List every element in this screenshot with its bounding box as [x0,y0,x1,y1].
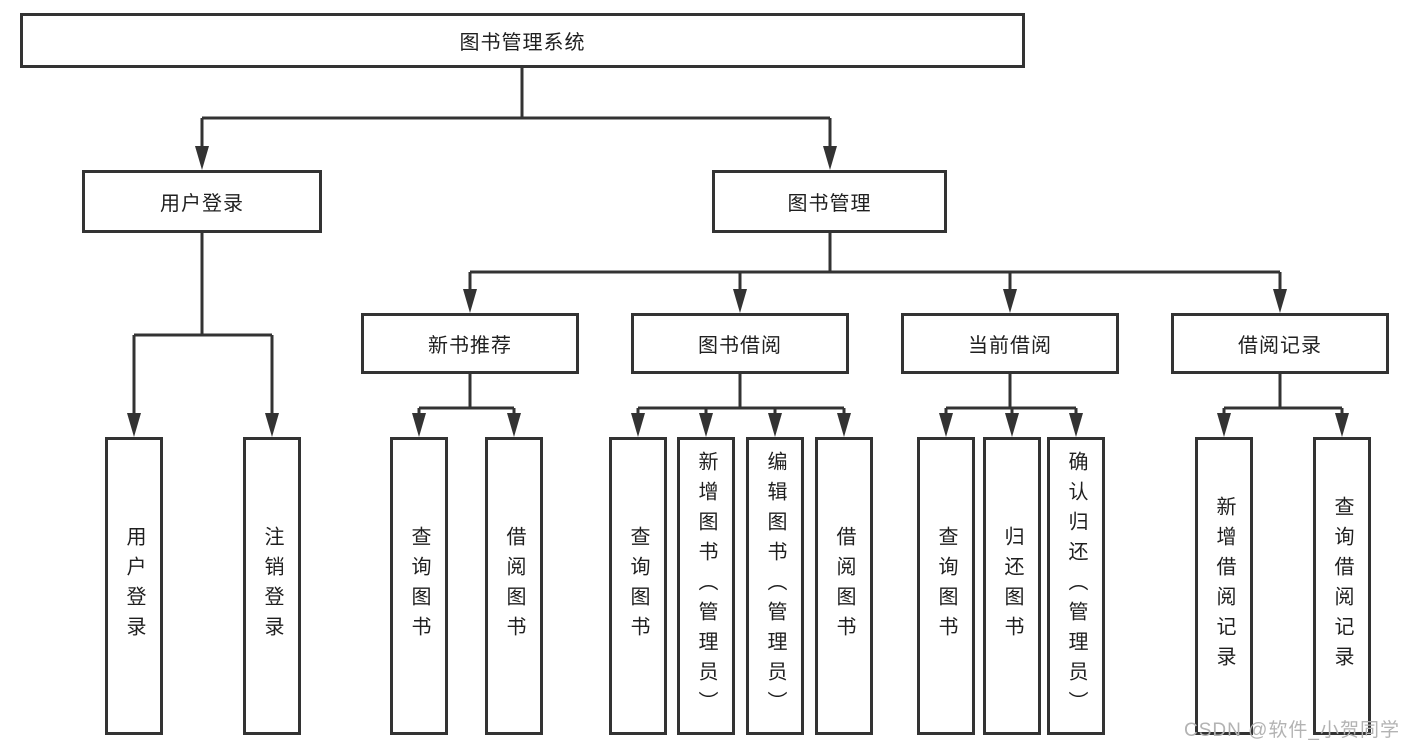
node-label: 图书管理 [787,193,872,215]
leaf-label: 归还图书 [1001,526,1023,646]
leaf-add-borrow-record: 新增借阅记录 [1195,437,1253,735]
leaf-label: 查询图书 [935,526,957,646]
node-book-management: 图书管理 [712,170,947,233]
leaf-label: 编辑图书（管理员） [764,451,786,721]
leaf-query-books-recommend: 查询图书 [390,437,448,735]
leaf-query-books-borrowing: 查询图书 [609,437,667,735]
node-book-management-system: 图书管理系统 [20,13,1025,68]
node-new-book-recommendation: 新书推荐 [361,313,579,374]
leaf-add-books-admin: 新增图书（管理员） [677,437,735,735]
watermark: CSDN @软件_小贺同学 [1184,720,1400,741]
leaf-borrow-books-borrowing: 借阅图书 [815,437,873,735]
node-book-borrowing: 图书借阅 [631,313,849,374]
leaf-label: 确认归还（管理员） [1065,451,1087,721]
leaf-confirm-return-admin: 确认归还（管理员） [1047,437,1105,735]
leaf-label: 借阅图书 [503,526,525,646]
node-user-login: 用户登录 [82,170,322,233]
leaf-label: 注销登录 [261,526,283,646]
leaf-return-books: 归还图书 [983,437,1041,735]
leaf-label: 查询借阅记录 [1331,496,1353,676]
node-label: 当前借阅 [968,335,1052,357]
leaf-label: 新增图书（管理员） [695,451,717,721]
leaf-label: 用户登录 [123,526,145,646]
leaf-query-borrow-record: 查询借阅记录 [1313,437,1371,735]
leaf-label: 借阅图书 [833,526,855,646]
node-label: 用户登录 [160,193,244,215]
leaf-logout: 注销登录 [243,437,301,735]
leaf-borrow-books-recommend: 借阅图书 [485,437,543,735]
leaf-label: 查询图书 [627,526,649,646]
node-label: 借阅记录 [1238,335,1322,357]
node-label: 新书推荐 [428,335,512,357]
leaf-label: 查询图书 [408,526,430,646]
node-label: 图书借阅 [698,335,782,357]
node-current-borrowing: 当前借阅 [901,313,1119,374]
leaf-query-books-current: 查询图书 [917,437,975,735]
leaf-user-login: 用户登录 [105,437,163,735]
node-label: 图书管理系统 [459,32,586,54]
node-borrowing-records: 借阅记录 [1171,313,1389,374]
leaf-label: 新增借阅记录 [1213,496,1235,676]
leaf-edit-books-admin: 编辑图书（管理员） [746,437,804,735]
